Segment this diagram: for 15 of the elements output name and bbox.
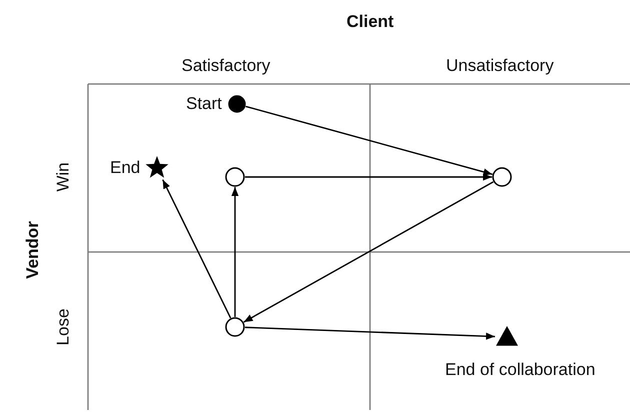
node-caption: End of collaboration: [445, 360, 596, 380]
row-header: Win: [53, 162, 74, 192]
column-header: Unsatisfactory: [446, 56, 554, 76]
column-header: Satisfactory: [182, 56, 270, 76]
node-caption: End: [110, 158, 140, 178]
arrow: [244, 326, 496, 340]
row-header: Lose: [52, 308, 73, 346]
axis-title: Vendor: [22, 221, 43, 279]
node-caption: Start: [186, 94, 222, 114]
arrow: [231, 187, 239, 317]
axis-title: Client: [346, 12, 394, 32]
arrow: [245, 173, 492, 181]
arrow: [243, 181, 494, 323]
arrow: [245, 106, 493, 176]
arrow: [162, 179, 232, 318]
